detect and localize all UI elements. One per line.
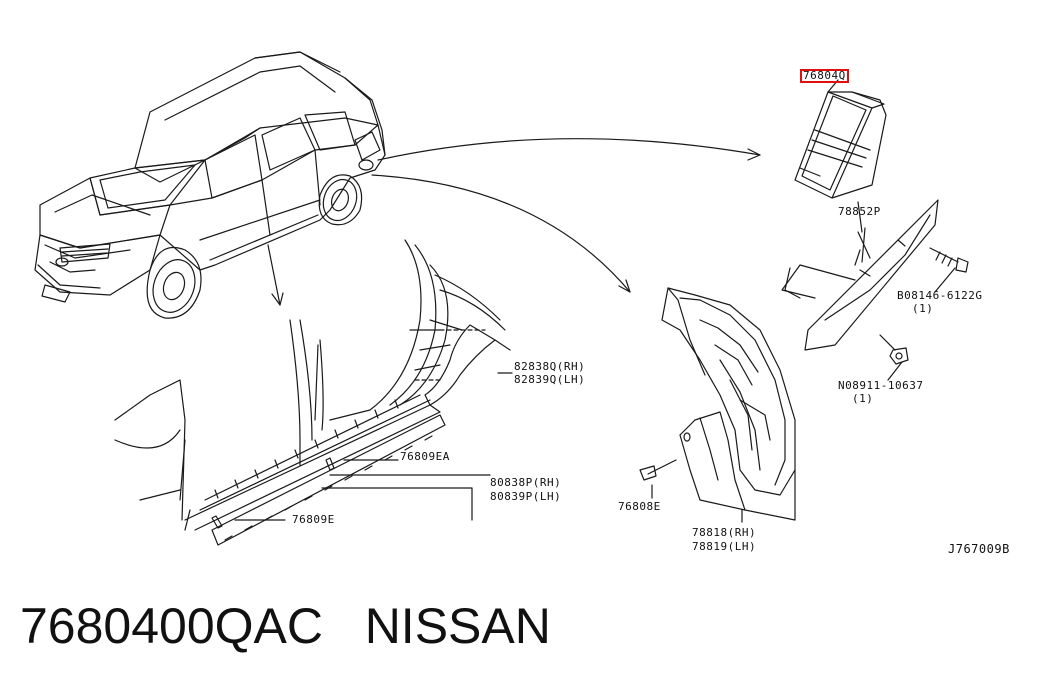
part-mudguard-drawing [639,287,796,521]
part-label-82839q: 82839Q(LH) [514,373,586,386]
part-label-b08146: B08146-6122G [897,289,983,302]
part-78852p-drawing [781,199,969,365]
part-sill-drawing [114,239,511,546]
part-label-80838p: 80838P(RH) [490,476,562,489]
part-label-82838q: 82838Q(RH) [514,360,586,373]
part-label-78852p: 78852P [838,205,881,218]
caption: 7680400QAC NISSAN [20,598,551,654]
part-label-n08911: N08911-10637 [838,379,924,392]
diagram-id: J767009B [948,542,1010,556]
part-label-76809e: 76809E [292,513,335,526]
part-qty-n08911: (1) [852,392,874,405]
part-76804q-drawing [794,79,887,199]
caption-brand: NISSAN [364,598,551,654]
part-label-76808e: 76808E [618,500,661,513]
part-label-76809ea: 76809EA [400,450,450,463]
vehicle-illustration [34,51,386,319]
part-label-78818: 78818(RH) [692,526,757,539]
part-label-76804q: 76804Q [800,69,849,83]
part-label-80839p: 80839P(LH) [490,490,562,503]
caption-part-number: 7680400QAC [20,598,324,654]
part-qty-b08146: (1) [912,302,934,315]
leader-lines [234,201,956,523]
part-label-78819: 78819(LH) [692,540,757,553]
callout-arrows [267,138,761,306]
